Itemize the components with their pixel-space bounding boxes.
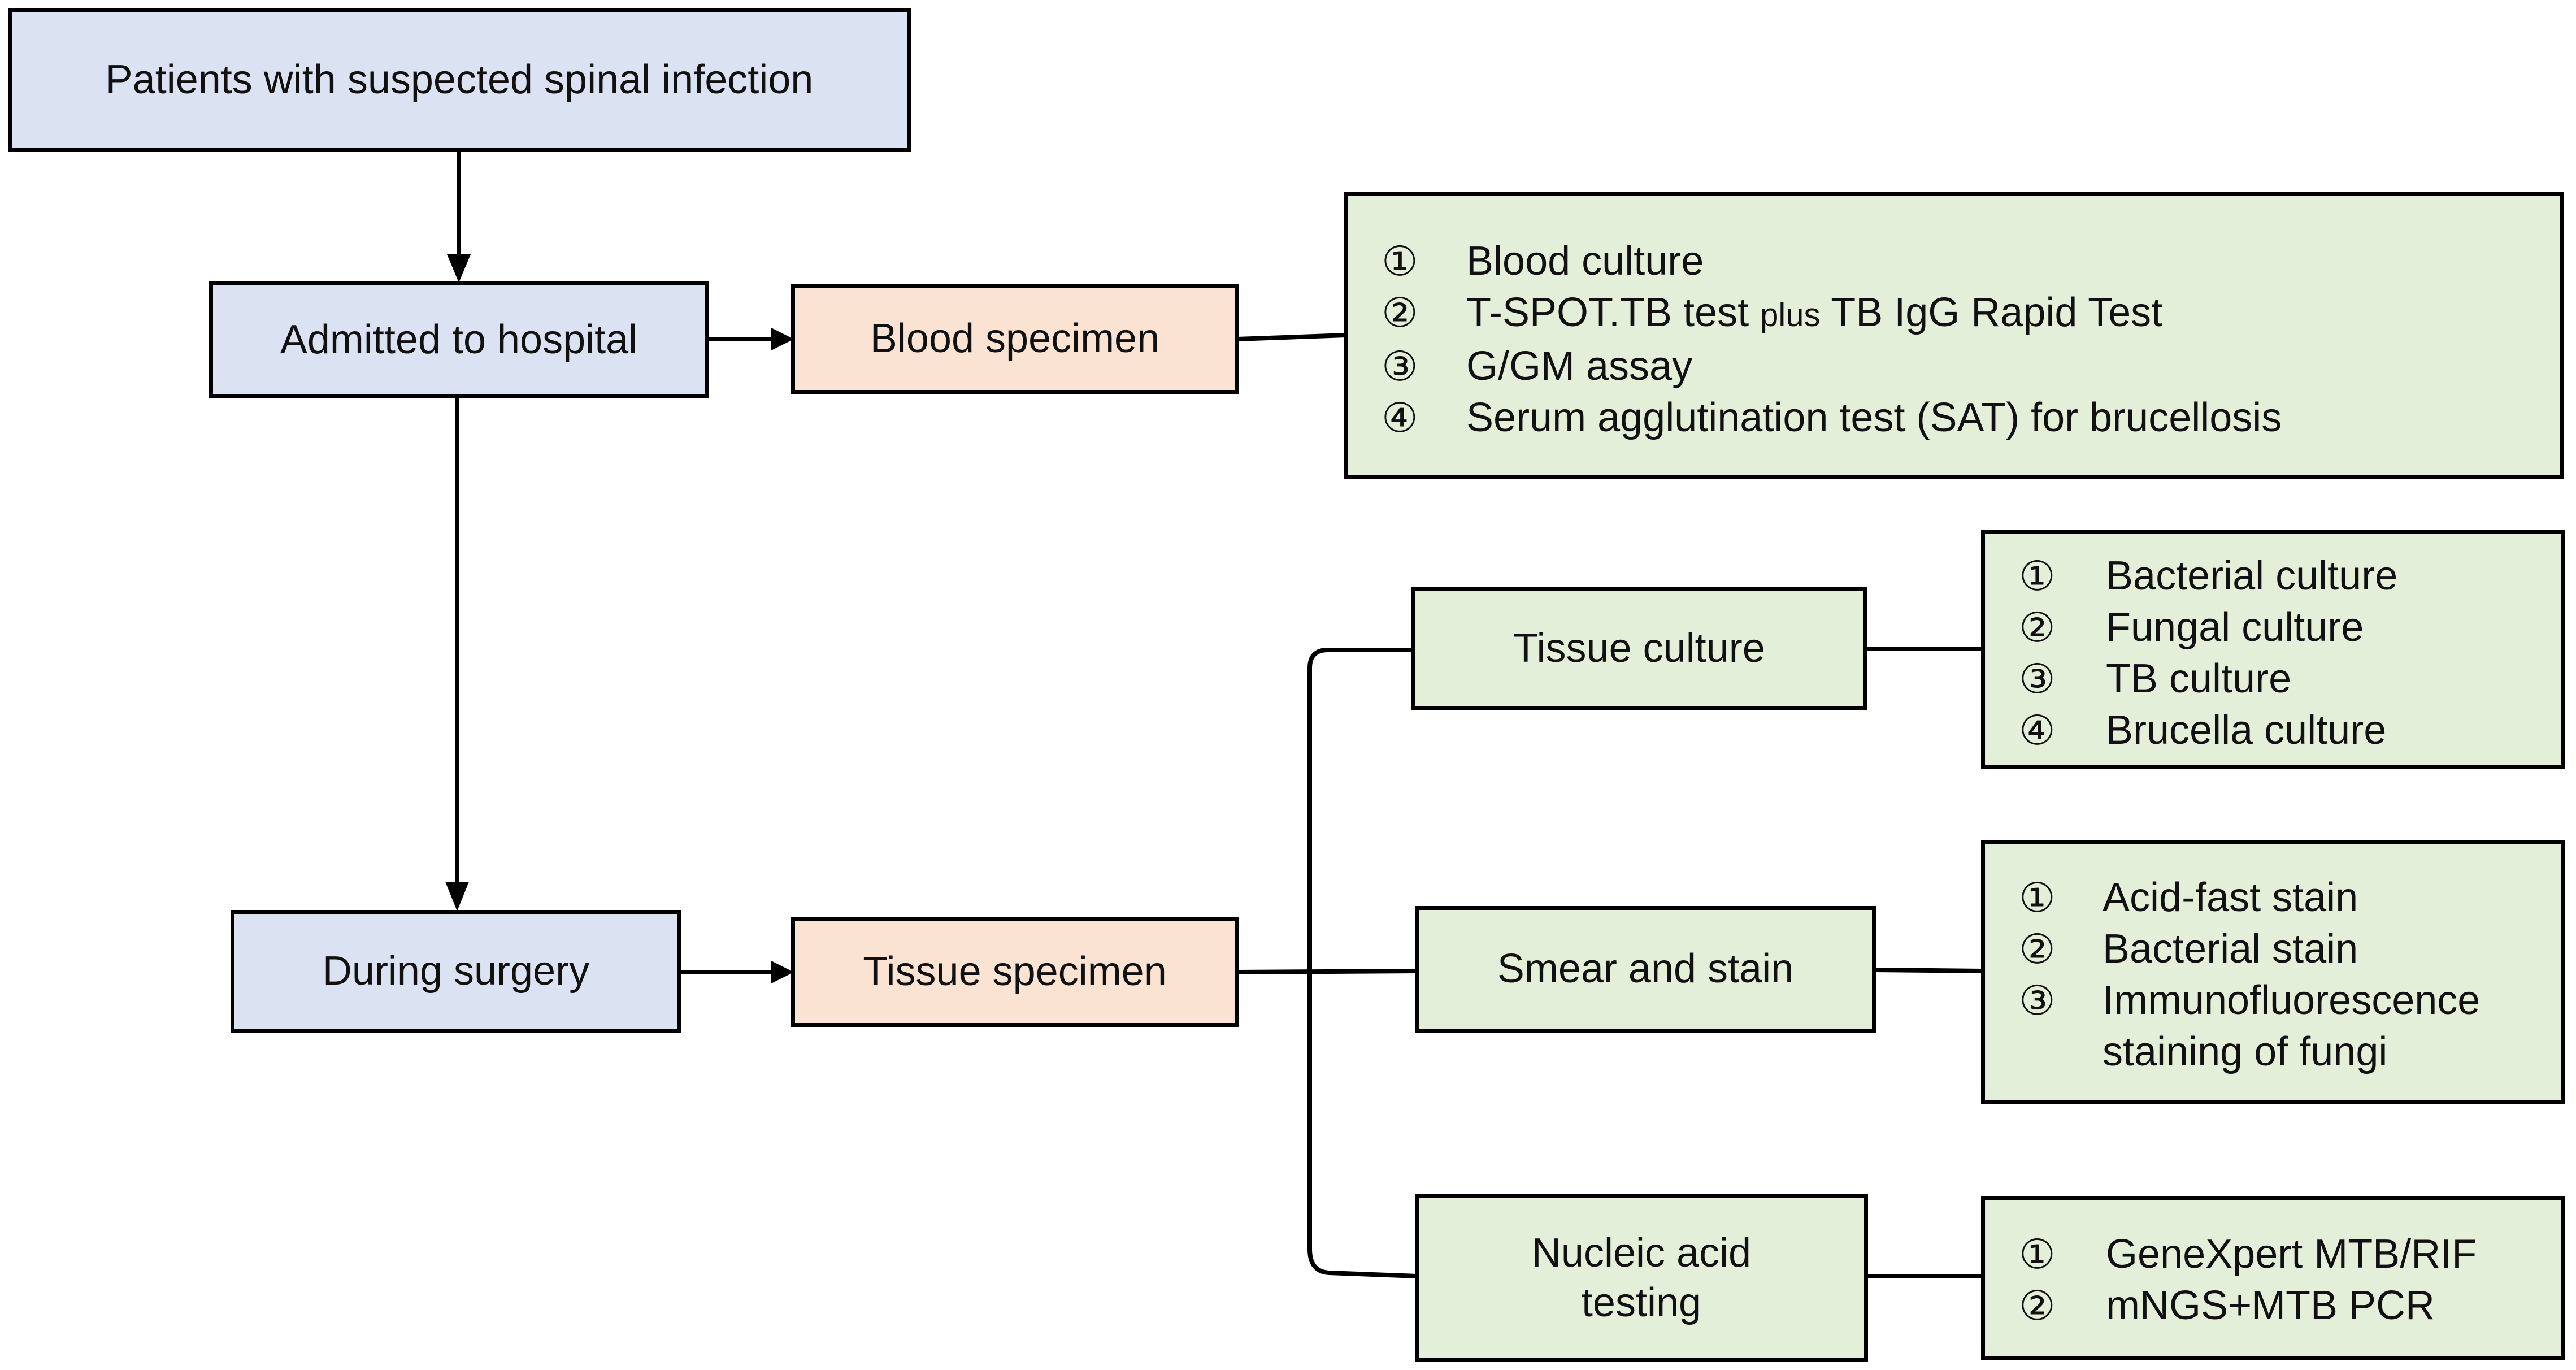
number-3-icon: ③ (2019, 655, 2056, 703)
branch-bracket (1307, 648, 1418, 1278)
blood-test-item: ④ Serum agglutination test (SAT) for bru… (1382, 392, 2560, 444)
blood-test-text: Blood culture (1466, 239, 1704, 284)
stain-test-item: ② Bacterial stain (2019, 924, 2561, 975)
arrowhead-surgery (445, 882, 469, 911)
culture-test-text: Fungal culture (2106, 605, 2364, 650)
line-stain-to-list (1874, 968, 1984, 973)
arrowhead-admitted (447, 254, 471, 283)
admitted-box: Admitted to hospital (209, 281, 709, 398)
tspot-text: T-SPOT.TB test (1466, 290, 1761, 335)
nucleic-test-item: ① GeneXpert MTB/RIF (2019, 1229, 2561, 1280)
line-blood-to-tests (1237, 333, 1346, 341)
stain-test-item: ① Acid-fast stain (2019, 872, 2561, 924)
culture-test-item: ② Fungal culture (2019, 602, 2561, 653)
nucleic-test-text: GeneXpert MTB/RIF (2106, 1232, 2477, 1277)
patients-label: Patients with suspected spinal infection (105, 57, 814, 102)
number-2-icon: ② (2019, 1282, 2056, 1329)
blood-test-item: ② T-SPOT.TB test plus TB IgG Rapid Test (1382, 287, 2560, 341)
number-3-icon: ③ (1382, 342, 1418, 390)
blood-test-text: G/GM assay (1466, 344, 1693, 389)
patients-box: Patients with suspected spinal infection (8, 8, 911, 152)
tissue-culture-label: Tissue culture (1513, 626, 1765, 671)
number-1-icon: ① (2019, 552, 2056, 600)
smear-stain-box: Smear and stain (1415, 906, 1876, 1033)
culture-test-text: Bacterial culture (2106, 553, 2398, 599)
blood-specimen-box: Blood specimen (791, 284, 1239, 394)
stain-test-text: Immunofluorescence staining of fungi (2102, 978, 2481, 1074)
nucleic-acid-box: Nucleic acid testing (1415, 1194, 1868, 1362)
smear-stain-label: Smear and stain (1497, 946, 1794, 992)
plus-word: plus (1760, 297, 1821, 333)
blood-test-item: ① Blood culture (1382, 236, 2560, 287)
stain-tests-box: ① Acid-fast stain ② Bacterial stain ③ Im… (1981, 840, 2565, 1104)
blood-test-text: Serum agglutination test (SAT) for bruce… (1466, 395, 2282, 440)
number-1-icon: ① (1382, 237, 1418, 285)
blood-specimen-label: Blood specimen (870, 315, 1160, 361)
number-4-icon: ④ (1382, 394, 1418, 441)
during-surgery-box: During surgery (231, 910, 681, 1033)
stain-test-text: Acid-fast stain (2102, 875, 2358, 920)
number-3-icon: ③ (2019, 977, 2056, 1024)
blood-tests-box: ① Blood culture ② T-SPOT.TB test plus TB… (1344, 192, 2564, 479)
tissue-specimen-label: Tissue specimen (863, 948, 1167, 994)
blood-test-text: T-SPOT.TB test plus TB IgG Rapid Test (1466, 287, 2162, 341)
nucleic-test-text: mNGS+MTB PCR (2106, 1283, 2435, 1328)
arrowhead-blood (771, 328, 794, 350)
nucleic-acid-label: Nucleic acid testing (1531, 1230, 1752, 1325)
culture-test-text: Brucella culture (2106, 708, 2387, 753)
number-2-icon: ② (1382, 289, 1418, 336)
igg-text: TB IgG Rapid Test (1820, 290, 2163, 335)
arrowhead-tissue (771, 961, 794, 983)
tissue-specimen-box: Tissue specimen (791, 917, 1239, 1027)
nucleic-tests-box: ① GeneXpert MTB/RIF ② mNGS+MTB PCR (1981, 1196, 2565, 1360)
during-surgery-label: During surgery (322, 948, 590, 994)
stain-test-text: Bacterial stain (2102, 926, 2358, 972)
number-2-icon: ② (2019, 925, 2056, 973)
stain-test-item: ③ Immunofluorescence staining of fungi (2019, 975, 2561, 1078)
culture-test-item: ④ Brucella culture (2019, 705, 2561, 756)
nucleic-test-item: ② mNGS+MTB PCR (2019, 1280, 2561, 1332)
number-2-icon: ② (2019, 604, 2056, 651)
number-4-icon: ④ (2019, 706, 2056, 754)
number-1-icon: ① (2019, 1230, 2056, 1278)
blood-test-item: ③ G/GM assay (1382, 341, 2560, 392)
number-1-icon: ① (2019, 874, 2056, 921)
line-tissue-to-smear (1237, 969, 1418, 974)
culture-test-item: ③ TB culture (2019, 653, 2561, 705)
culture-test-text: TB culture (2106, 656, 2292, 701)
admitted-label: Admitted to hospital (280, 317, 638, 362)
tissue-culture-box: Tissue culture (1411, 587, 1867, 710)
culture-test-item: ① Bacterial culture (2019, 550, 2561, 602)
culture-tests-box: ① Bacterial culture ② Fungal culture ③ T… (1981, 530, 2565, 769)
